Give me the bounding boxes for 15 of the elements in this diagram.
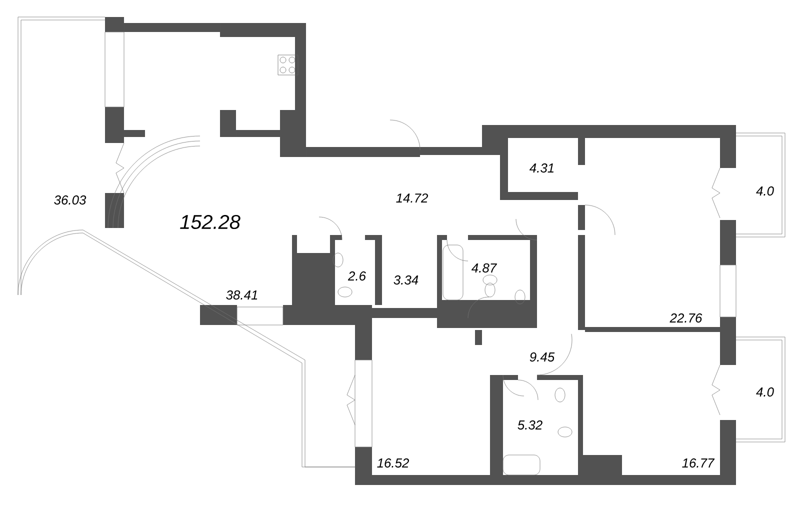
area-label: 38.41 [226, 290, 258, 300]
area-label: 14.72 [396, 193, 428, 203]
area-label: 2.6 [348, 271, 366, 281]
area-label: 9.45 [530, 352, 555, 362]
area-label: 4.0 [756, 186, 774, 196]
area-label: 16.52 [377, 458, 410, 468]
area-label: 4.0 [756, 387, 774, 397]
area-label: 3.34 [394, 275, 418, 285]
area-label: 4.31 [529, 163, 554, 173]
area-label: 5.32 [518, 420, 542, 430]
area-label: 152.28 [180, 214, 240, 230]
area-label: 4.87 [471, 263, 498, 273]
area-label: 36.03 [54, 195, 86, 205]
area-label: 22.76 [670, 313, 702, 323]
area-label: 16.77 [682, 458, 715, 468]
